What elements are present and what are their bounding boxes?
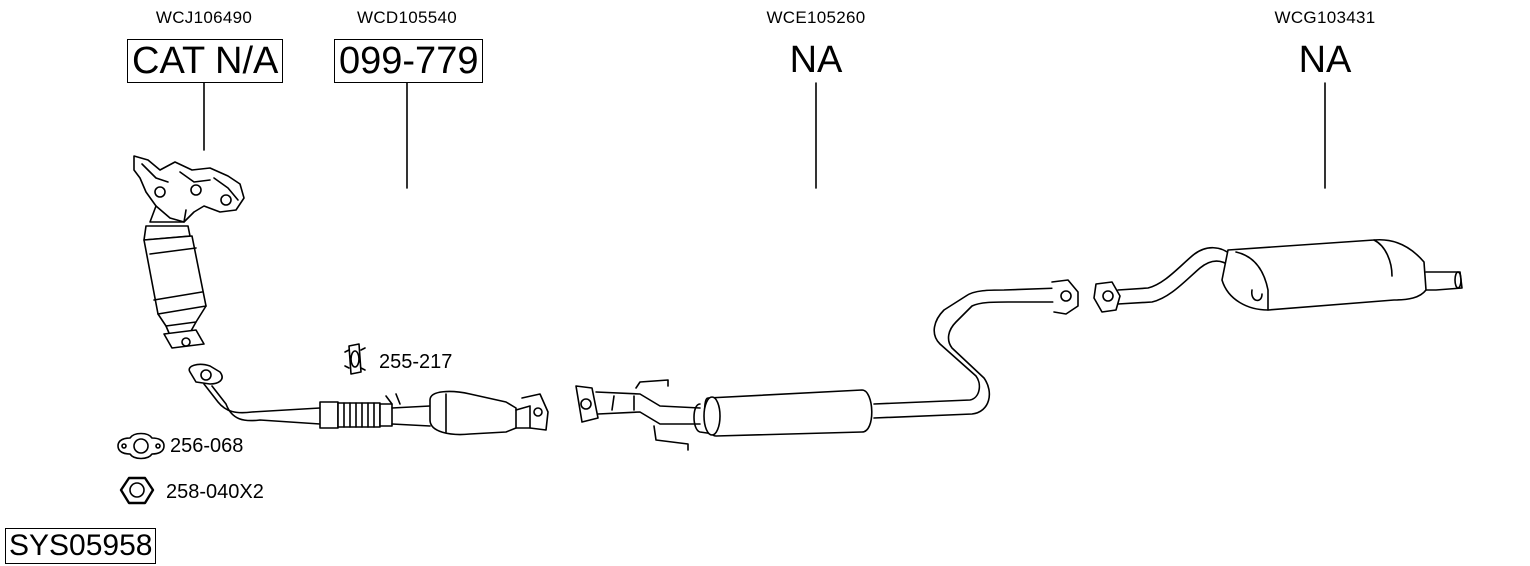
rear-silencer-part[interactable] [1093, 238, 1463, 313]
system-code: SYS05958 [5, 528, 157, 564]
rubber-hanger-icon [344, 343, 366, 375]
section-code-wcg: WCG103431 [1274, 8, 1376, 27]
section-code-wcj: WCJ106490 [155, 8, 253, 27]
part-label-middle-silencer[interactable]: NA [789, 39, 843, 81]
part-label-rear-silencer[interactable]: NA [1298, 39, 1352, 81]
accessory-label-hanger: 255-217 [379, 351, 453, 373]
accessory-label-gasket: 256-068 [170, 435, 244, 457]
part-label-front-pipe[interactable]: 099-779 [334, 39, 484, 83]
middle-silencer-part[interactable] [575, 279, 1079, 451]
manifold-catalyst-part[interactable] [133, 155, 245, 349]
section-code-wcd: WCD105540 [356, 8, 458, 27]
gasket-ring-icon [117, 432, 165, 460]
front-pipe-part[interactable] [188, 363, 549, 436]
accessory-label-nut: 258-040X2 [166, 481, 264, 503]
part-label-manifold-cat[interactable]: CAT N/A [127, 39, 284, 83]
hex-nut-icon [119, 476, 155, 505]
section-code-wce: WCE105260 [766, 8, 866, 27]
